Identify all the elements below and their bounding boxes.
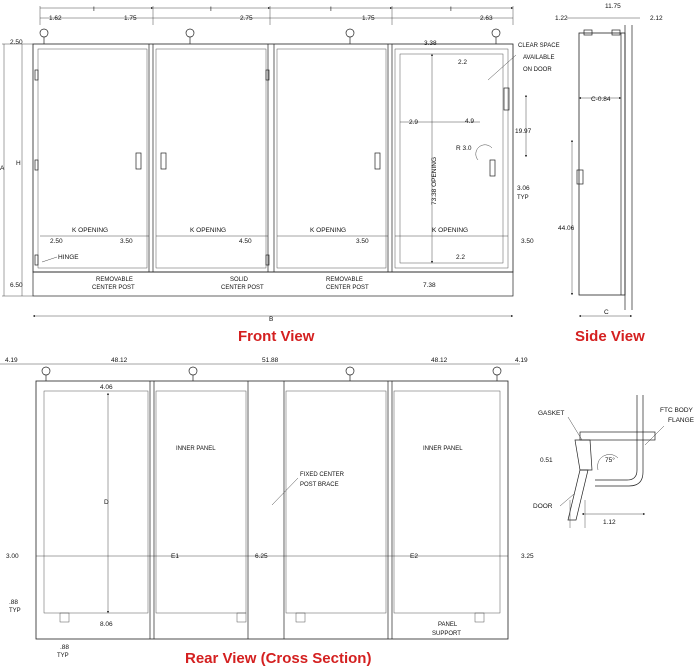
clear-space-3: ON DOOR — [523, 67, 552, 73]
dim-1-75b: 1.75 — [362, 15, 375, 22]
bay-marker: I — [450, 6, 452, 13]
dim-48-12b: 48.12 — [431, 357, 448, 364]
height-h: H — [16, 160, 21, 167]
dim-e2: E2 — [410, 553, 418, 560]
panel-support-1: PANEL — [438, 622, 458, 628]
dim-3-38: 3.38 — [424, 40, 437, 47]
dim-88a-typ: TYP — [9, 608, 21, 614]
bay-marker: I — [93, 6, 95, 13]
dim-88b: .88 — [60, 644, 69, 651]
k-opening-3: K OPENING — [310, 227, 346, 234]
dim-19-97: 19.97 — [515, 128, 532, 135]
k-opening-2: K OPENING — [190, 227, 226, 234]
dim-3-50b: 3.50 — [356, 238, 369, 245]
dim-4-50: 4.50 — [239, 238, 252, 245]
dim-11-75: 11.75 — [605, 3, 621, 10]
lifting-eye-icon — [41, 366, 502, 381]
k-opening-1: K OPENING — [72, 227, 108, 234]
dim-e1: E1 — [171, 553, 179, 560]
dim-44-06: 44.06 — [558, 225, 575, 232]
post-label-2b: CENTER POST — [221, 285, 264, 291]
front-view-title: Front View — [238, 328, 315, 345]
door-detail-label: DOOR — [533, 503, 553, 510]
clear-space-2: AVAILABLE — [523, 55, 554, 61]
dim-2-50-top: 2.50 — [10, 39, 23, 46]
post-label-1a: REMOVABLE — [96, 277, 133, 283]
rear-view: 4.19 48.12 51.88 48.12 4.19 4.06 D INNER… — [0, 357, 534, 667]
dim-2-9: 2.9 — [409, 119, 418, 126]
bay-marker: I — [210, 6, 212, 13]
panel-support-2: SUPPORT — [432, 631, 461, 637]
dim-6-25: 6.25 — [255, 553, 268, 560]
dim-4-19a: 4.19 — [5, 357, 18, 364]
inner-panel-1: INNER PANEL — [176, 446, 216, 452]
dim-2-12: 2.12 — [650, 15, 663, 22]
dim-88b-typ: TYP — [57, 653, 69, 659]
dim-4-06: 4.06 — [100, 384, 113, 391]
dim-2-75: 2.75 — [240, 15, 253, 22]
dim-4-9: 4.9 — [465, 118, 474, 125]
dim-48-12a: 48.12 — [111, 357, 128, 364]
front-view: I I I I 1.62 1.75 2.75 1.75 2.63 2.50 6.… — [0, 6, 560, 345]
dim-2-50: 2.50 — [50, 238, 63, 245]
k-opening-4: K OPENING — [432, 227, 468, 234]
post-label-1b: CENTER POST — [92, 285, 135, 291]
dim-3-00: 3.00 — [6, 553, 19, 560]
brace-1: FIXED CENTER — [300, 472, 345, 478]
dim-8-06: 8.06 — [100, 621, 113, 628]
dim-c: C — [604, 309, 609, 316]
height-a: A — [0, 165, 5, 172]
lifting-eye-icon — [39, 28, 501, 44]
angle-75: 75° — [605, 456, 615, 464]
clear-space-1: CLEAR SPACE — [518, 43, 560, 49]
rear-view-title: Rear View (Cross Section) — [185, 650, 371, 667]
width-b: B — [269, 316, 273, 323]
side-view-title: Side View — [575, 328, 645, 345]
radius: R 3.0 — [456, 145, 472, 152]
dim-2-2a: 2.2 — [458, 59, 467, 66]
inner-panel-2: INNER PANEL — [423, 446, 463, 452]
dim-88a: .88 — [9, 599, 18, 606]
post-label-3a: REMOVABLE — [326, 277, 363, 283]
dim-1-62: 1.62 — [49, 15, 62, 22]
post-label-3b: CENTER POST — [326, 285, 369, 291]
door-handle-icon — [135, 152, 496, 177]
dim-3-50a: 3.50 — [120, 238, 133, 245]
gasket-label: GASKET — [538, 410, 564, 417]
dim-2-63: 2.63 — [480, 15, 493, 22]
brace-2: POST BRACE — [300, 482, 339, 488]
dim-d: D — [104, 499, 109, 506]
dim-4-19b: 4.19 — [515, 357, 528, 364]
dim-7-38: 7.38 — [423, 282, 436, 289]
dim-51-88: 51.88 — [262, 357, 279, 364]
dim-c-0-84: C-0.84 — [591, 96, 611, 103]
flange-2: FLANGE — [668, 417, 695, 424]
hinge-label: HINGE — [58, 254, 79, 261]
post-label-2a: SOLID — [230, 277, 249, 283]
dim-3-06: 3.06 — [517, 185, 530, 192]
dim-1-22: 1.22 — [555, 15, 568, 22]
dim-0-51: 0.51 — [540, 457, 553, 464]
gasket-detail: GASKET FTC BODY FLANGE 0.51 75° DOOR 1.1… — [533, 395, 695, 528]
door-opening: 73.38 OPENING — [431, 157, 438, 205]
dim-6-50: 6.50 — [10, 282, 23, 289]
dim-1-12: 1.12 — [603, 519, 616, 526]
dim-2-2b: 2.2 — [456, 254, 465, 261]
dim-1-75: 1.75 — [124, 15, 137, 22]
side-view: 11.75 1.22 2.12 C-0.84 44.06 C Side View — [555, 3, 663, 345]
bay-marker: I — [330, 6, 332, 13]
dim-3-50c: 3.50 — [521, 238, 534, 245]
flange-1: FTC BODY — [660, 407, 694, 414]
dim-3-25: 3.25 — [521, 553, 534, 560]
dim-3-06-typ: TYP — [517, 195, 529, 201]
